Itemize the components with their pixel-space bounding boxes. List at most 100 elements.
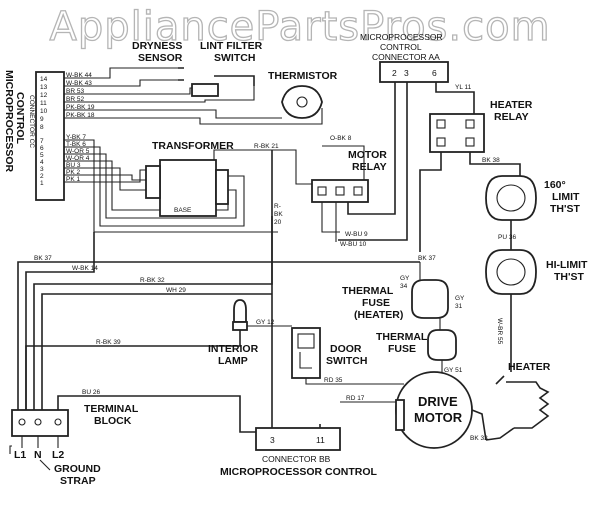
thermistor-center [296,96,308,108]
connector-cc-pin: 9 [40,116,44,123]
transformer-body [159,159,217,217]
wire-rbk21-path [213,149,312,185]
connector-cc-wire-label: Y-BK 7 [66,134,86,141]
thermal-fuse-heater-label-2: FUSE [362,297,390,309]
main-wires: BK 37 BK 37 W-BK 14 R-BK 32 WH 29 R- BK … [17,150,436,433]
wire-wbk14-path [25,232,95,412]
thermal-fuse-body [427,329,457,361]
limit-thermostat-body [485,175,537,221]
drive-motor-terminal [395,399,405,431]
dryness-sensor: DRYNESS SENSOR [132,40,184,81]
wire-bk37-path [17,261,420,412]
heater-relay-label-2: RELAY [494,111,529,123]
wire-bk38-path [469,152,521,176]
wire-wh29-path [41,293,272,412]
watermark: AppliancePartsPros.com [49,3,551,50]
heater-plug-top [495,375,505,385]
interior-lamp-bulb [233,299,247,323]
connector-cc-pin: 3 [40,166,44,173]
terminal-block: TERMINAL BLOCK L1 N L2 GROUND STRAP [9,403,139,487]
connector-cc-pin: 14 [40,76,48,83]
thermistor-label: THERMISTOR [268,70,338,82]
wire-wbu10: W-BU 10 [340,241,367,248]
connector-cc-wire-label: PK-BK 18 [66,112,95,119]
connector-cc-wire-label: BU 3 [66,162,81,169]
hi-limit-label-2: TH'ST [554,271,584,283]
hi-limit-label-1: HI-LIMIT [546,259,588,271]
thermal-fuse-heater-label-3: (HEATER) [354,309,403,321]
wire-gy51: GY 51 [444,367,463,374]
wire-gy31-2: 31 [455,303,463,310]
limit-thst-label-1: 160° [544,179,566,191]
connector-cc-title-2: MICROPROCESSOR [3,70,15,173]
ground-strap-pointer [39,459,51,471]
lint-filter-label-1: LINT FILTER [200,40,263,52]
connector-cc-pin: 13 [40,84,48,91]
wire-gy12: GY 12 [256,319,275,326]
connector-cc-pin: 11 [40,100,47,107]
wire-rbk20-2: BK [274,211,283,218]
lint-switch-body [191,83,219,97]
motor-relay-contact-3 [353,186,363,196]
heater-relay-label-1: HEATER [490,99,533,111]
thermal-fuse-heater-body [411,279,449,319]
heater-coil [506,381,550,429]
connector-cc-pin: 5 [40,152,44,159]
lint-switch-lever [214,75,255,86]
motor-relay-body [311,179,369,203]
connector-aa-pin-6: 6 [432,68,437,78]
connector-cc-title-3: CONTROL [14,92,26,144]
heater-label: HEATER [508,361,551,373]
connector-cc-title-1: CONNECTOR CC [28,95,35,148]
connector-bb-pin-3: 3 [270,435,275,445]
transformer-label: TRANSFORMER [152,140,234,152]
heater-relay-contact-2 [465,119,475,129]
dryness-sensor-label-1: DRYNESS [132,40,182,52]
connector-cc-wire-label: PK 1 [66,176,80,183]
connector-cc-wire-label: PK-BK 19 [66,104,95,111]
heater-element: HEATER BK 33 [470,361,551,442]
wire-bu26: BU 26 [82,389,100,396]
connector-aa-label-1: MICROPROCESSOR [360,32,443,42]
motor-relay-label-1: MOTOR [348,149,387,161]
terminal-block-label-1: TERMINAL [84,403,139,415]
drive-motor: DRIVE MOTOR RD 17 [340,371,487,449]
connector-cc-pin: 1 [40,180,44,187]
line-l1: L1 [14,449,26,461]
connector-cc-wire-label: W-BK 43 [66,80,92,87]
wire-bk37-right: BK 37 [418,255,436,262]
wire-pu36: PU 36 [498,234,516,241]
interior-lamp: INTERIOR LAMP GY 12 [208,299,292,367]
heater-relay-drop [419,152,442,252]
connector-bb-pin-11: 11 [316,435,325,445]
wire-obk8: O-BK 8 [330,135,352,142]
ground-symbol [9,445,12,454]
drive-motor-shaft [471,409,487,441]
transformer-primary-terminals [145,165,161,199]
transformer-secondary-terminals [215,169,229,205]
line-l2: L2 [52,449,64,461]
dryness-sensor-label-2: SENSOR [138,52,183,64]
wire-wbu9-path [321,202,340,233]
connector-cc-pin: 10 [40,108,48,115]
wire-rbk32: R-BK 32 [140,277,165,284]
connector-cc-wire-label: W-OR 4 [66,155,90,162]
connector-aa-label-2: CONTROL [380,42,422,52]
wire-rbk20-3: 20 [274,219,282,226]
connector-cc-wire-label: T-BK 6 [66,141,86,148]
thermal-fuse-label-1: THERMAL [376,331,428,343]
limit-thst-label-3: TH'ST [550,203,580,215]
heater-relay-contact-1 [436,119,446,129]
wire-bk33: BK 33 [470,435,488,442]
connector-bb-box [255,427,341,451]
door-switch-label-2: SWITCH [326,355,367,367]
dryness-sensor-contacts [178,67,184,81]
transformer: TRANSFORMER BASE R-BK 21 [145,140,312,217]
lint-filter-switch: LINT FILTER SWITCH [191,40,263,97]
terminal-block-label-2: BLOCK [94,415,132,427]
thermal-fuse-heater: THERMAL FUSE (HEATER) GY 34 GY 31 [342,262,465,332]
connector-cc-pin: 4 [40,159,44,166]
thermal-fuse-label-2: FUSE [388,343,416,355]
